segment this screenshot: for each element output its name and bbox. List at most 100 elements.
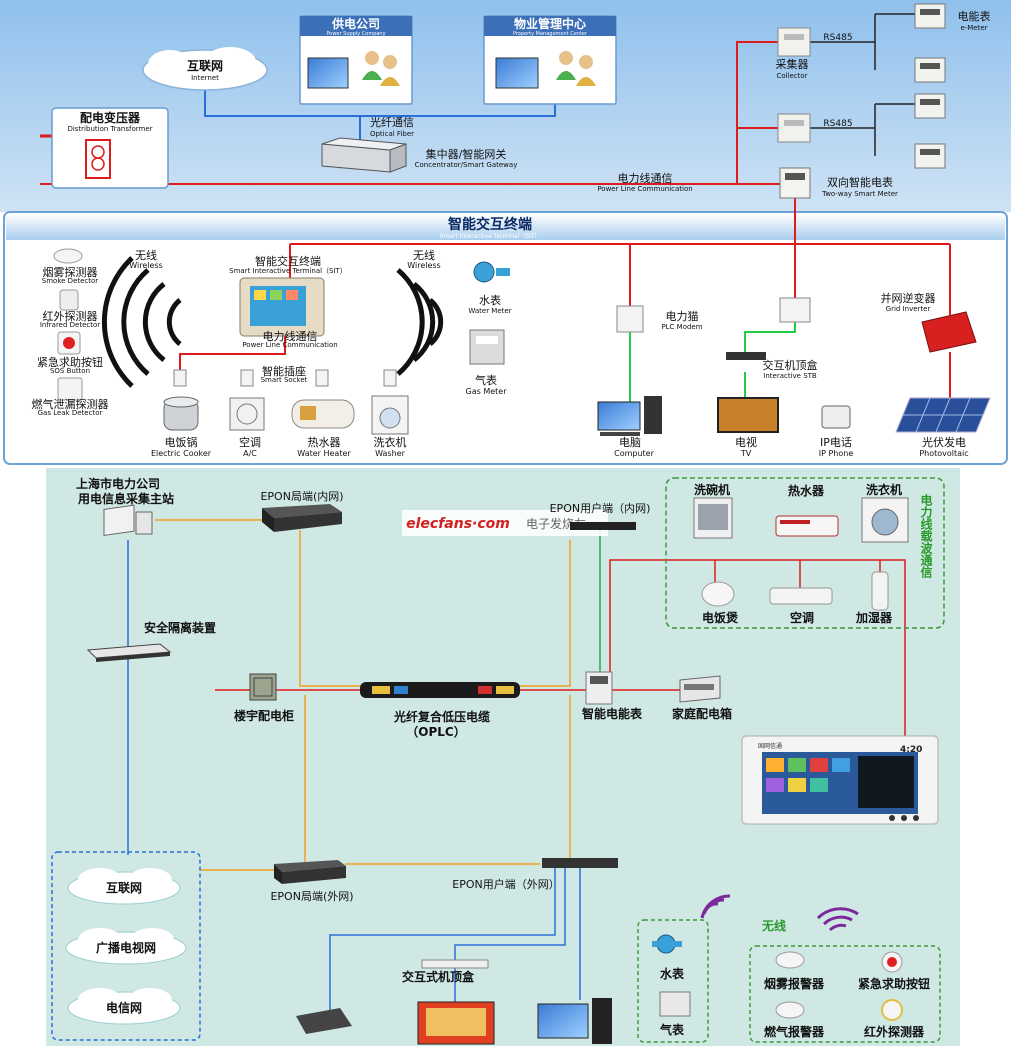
smart-meter-label-en: Two-way Smart Meter [821, 190, 898, 198]
water-meter-bottom-label: 水表 [660, 966, 685, 981]
plc-label: 电力线通信 [618, 171, 673, 185]
transformer-icon [85, 139, 111, 179]
isolation-label: 安全隔离装置 [144, 620, 216, 635]
oplc-label-line2: （OPLC） [406, 724, 465, 739]
sit-device-label-en: Smart Interactive Terminal（SIT） [229, 267, 347, 275]
ip-phone-label-en: IP Phone [819, 449, 854, 458]
top-panel: 互联网 Internet 供电公司 Power Supply Company 物… [0, 0, 1011, 465]
emeter-icon [914, 3, 946, 29]
collector-feed-1 [736, 41, 778, 184]
sit-device [239, 277, 325, 337]
gas-leak-label-en: Gas Leak Detector [38, 409, 103, 417]
water-meter-label-en: Water Meter [468, 307, 511, 315]
water-heater-label: 热水器 [788, 483, 825, 498]
rs485-label-2: RS485 [823, 119, 852, 129]
monitor-icon [307, 57, 349, 89]
infrared-detector [59, 289, 79, 311]
dishwasher [693, 497, 733, 539]
inverter-label-en: Grid Inverter [886, 305, 931, 313]
gas-meter-bottom-label: 气表 [659, 1022, 685, 1037]
pv-label-en: Photovoltaic [919, 449, 968, 458]
panel-brand: 国网信通 [758, 742, 782, 750]
computer-label-en: Computer [614, 449, 654, 458]
power-company-label: 供电公司 [331, 16, 380, 31]
broadcast-cloud [65, 928, 187, 965]
sos-button-bottom [881, 951, 903, 973]
home-box-label: 家庭配电箱 [672, 706, 732, 721]
air-con-label: 空调 [790, 610, 814, 625]
gas-alarm-label: 燃气报警器 [764, 1024, 825, 1039]
tv-bottom [417, 1001, 495, 1045]
sit-plc-label-en: Power Line Communication [242, 341, 337, 349]
isolation-device [86, 643, 172, 662]
epon-onu-outer [542, 858, 618, 868]
building-cabinet [249, 673, 277, 701]
collector-2 [777, 113, 811, 143]
sit-device-label: 智能交互终端 [255, 254, 321, 268]
sit-banner-title: 智能交互终端 [447, 216, 532, 233]
rice-cooker [701, 581, 735, 607]
cooker-label-en: Electric Cooker [151, 449, 212, 458]
wireless-right-label: 无线 [413, 248, 435, 262]
tv-label-en: TV [740, 449, 752, 458]
ip-phone-bottom [296, 1008, 352, 1034]
stb-box [726, 352, 766, 360]
ip-phone [821, 405, 851, 429]
smoke-alarm-label: 烟雾报警器 [764, 976, 825, 991]
sit-banner-subtitle: Smart Interactive Terminal（SIT） [440, 233, 541, 240]
transformer-label: 配电变压器 [80, 110, 141, 125]
rice-cooker-label: 电饭煲 [702, 610, 739, 625]
emeter-group [914, 3, 946, 169]
wireless-waves-bottom-left [700, 894, 731, 919]
monitor-icon [495, 57, 539, 89]
stb-link [744, 322, 796, 356]
humidifier [871, 571, 889, 611]
tv-label: 电视 [735, 435, 757, 449]
sit-panel-device [741, 735, 939, 825]
external-networks-box [51, 851, 201, 1041]
station-line2: 用电信息采集主站 [77, 491, 174, 506]
water-meter [473, 261, 510, 283]
concentrator-device [321, 137, 407, 173]
water-meter-bottom [652, 934, 682, 954]
emeter-icon [914, 143, 946, 169]
ac-label-en: A/C [243, 449, 257, 458]
transformer-label-en: Distribution Transformer [67, 125, 152, 133]
water-heater [291, 399, 355, 429]
water-meter-label: 水表 [479, 293, 501, 307]
person-icon [559, 51, 573, 65]
infrared-label: 红外探测器 [43, 310, 98, 323]
property-center-label-en: Property Management Center [513, 31, 588, 37]
concentrator-label-en: Concentrator/Smart Gateway [415, 161, 518, 169]
computer-label: 电脑 [619, 436, 641, 449]
panel-time: 4:20 [900, 745, 922, 755]
stb-link [454, 868, 566, 1005]
home-plc-loop [609, 559, 906, 735]
pv-label: 光伏发电 [922, 435, 966, 449]
wireless-left-label-en: Wireless [129, 261, 162, 270]
epon-onu-inner-label: EPON用户端（内网) [550, 501, 651, 515]
onu-cable-link [500, 540, 571, 687]
gas-meter-label-en: Gas Meter [466, 387, 508, 396]
smart-socket-label-en: Smart Socket [261, 376, 308, 384]
sos-label-en: SOS Button [50, 367, 90, 375]
emeter-label: 电能表 [958, 9, 991, 23]
watermark-brand: elecfans·com [406, 516, 510, 532]
wireless-waves-right [396, 268, 444, 376]
epon-onu-inner [570, 522, 636, 530]
infrared-bottom-label: 红外探测器 [864, 1024, 925, 1039]
concentrator-label: 集中器/智能网关 [426, 147, 507, 161]
washer [371, 395, 409, 435]
bottom-panel: 上海市电力公司 用电信息采集主站 EPON局端(内网) elecfans·com… [46, 468, 960, 1046]
dishwasher-label: 洗碗机 [694, 482, 730, 497]
home-appliance-box [665, 477, 945, 629]
sit-banner-bar [6, 214, 1005, 240]
telecom-cloud [67, 988, 181, 1025]
smart-meter-label: 双向智能电表 [827, 175, 893, 189]
collector-1 [777, 27, 811, 57]
wireless-left-label: 无线 [135, 248, 157, 262]
stb-label-en: Interactive STB [763, 372, 817, 380]
smoke-alarm [775, 951, 805, 969]
power-company-label-en: Power Supply Company [326, 31, 385, 37]
infrared-label-en: Infrared Detector [40, 321, 100, 329]
